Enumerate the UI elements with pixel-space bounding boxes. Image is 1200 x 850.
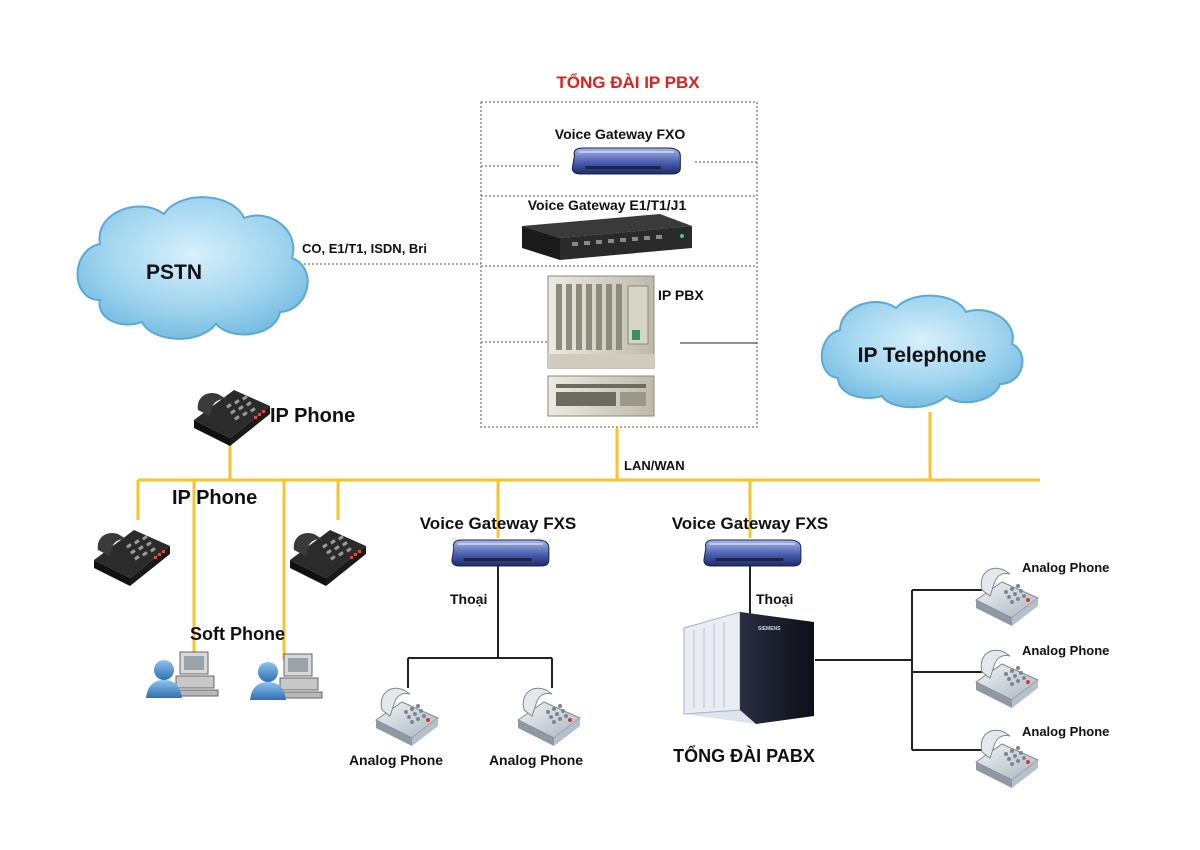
ip-phone-icon: [94, 530, 170, 586]
ip-phone-group-label: IP Phone: [172, 487, 257, 509]
ip-pbx-rack: [300, 101, 758, 428]
pstn-cloud: PSTN: [76, 196, 309, 340]
analog-phone-right-1: Analog Phone: [975, 560, 1109, 627]
voice-gateway-fxs-right: Voice Gateway FXS Thoại: [672, 514, 829, 607]
ip-phone-top-label: IP Phone: [270, 405, 355, 427]
analog-phone-left-1: Analog Phone: [349, 687, 443, 768]
voice-gateway-fxo-label: Voice Gateway FXO: [555, 126, 686, 142]
analog-phone-icon: [517, 687, 581, 747]
analog-phone-label: Analog Phone: [1022, 724, 1109, 739]
analog-phone-label: Analog Phone: [1022, 643, 1109, 658]
soft-phone-user-icon: [145, 651, 219, 699]
analog-phone-icon: [975, 649, 1039, 709]
analog-phone-right-3: Analog Phone: [975, 724, 1109, 789]
analog-wiring: [407, 566, 985, 751]
soft-phone-user-icon: [249, 653, 323, 701]
diagram-title: TỔNG ĐÀI IP PBX: [556, 73, 700, 92]
lan-wan-bus: [136, 412, 1040, 660]
analog-phone-left-2: Analog Phone: [489, 687, 583, 768]
pabx-label: TỔNG ĐÀI PABX: [673, 745, 815, 766]
ip-telephone-cloud: IP Telephone: [820, 294, 1024, 409]
soft-phone-label: Soft Phone: [190, 624, 285, 644]
analog-phone-label: Analog Phone: [349, 752, 443, 768]
voice-gateway-e1: Voice Gateway E1/T1/J1: [522, 197, 692, 260]
voice-gateway-e1-label: Voice Gateway E1/T1/J1: [528, 197, 687, 213]
pstn-label: PSTN: [146, 261, 202, 284]
ip-phone-icon: [290, 530, 366, 586]
lan-wan-label: LAN/WAN: [624, 458, 685, 473]
voice-gateway-fxs-right-label: Voice Gateway FXS: [672, 514, 829, 533]
thoai-left-label: Thoại: [450, 591, 487, 607]
analog-phone-icon: [375, 687, 439, 747]
ip-phone-top: IP Phone: [194, 390, 355, 446]
ip-phone-icon: [194, 390, 270, 446]
thoai-right-label: Thoại: [756, 591, 793, 607]
voice-gateway-fxs-left-label: Voice Gateway FXS: [420, 514, 577, 533]
analog-phone-label: Analog Phone: [1022, 560, 1109, 575]
pabx-brand: SIEMENS: [758, 626, 781, 632]
pabx-cabinet: SIEMENS TỔNG ĐÀI PABX: [673, 611, 815, 766]
ip-pbx-cabinet: IP PBX: [547, 275, 704, 417]
analog-phone-label: Analog Phone: [489, 752, 583, 768]
pstn-link-label: CO, E1/T1, ISDN, Bri: [302, 241, 427, 256]
analog-phone-icon: [975, 567, 1039, 627]
voice-gateway-fxo: Voice Gateway FXO: [555, 126, 686, 176]
voice-gateway-fxs-left: Voice Gateway FXS Thoại: [420, 514, 577, 607]
analog-phone-right-2: Analog Phone: [975, 643, 1109, 709]
ip-pbx-label: IP PBX: [658, 287, 704, 303]
ip-telephone-label: IP Telephone: [858, 344, 987, 367]
